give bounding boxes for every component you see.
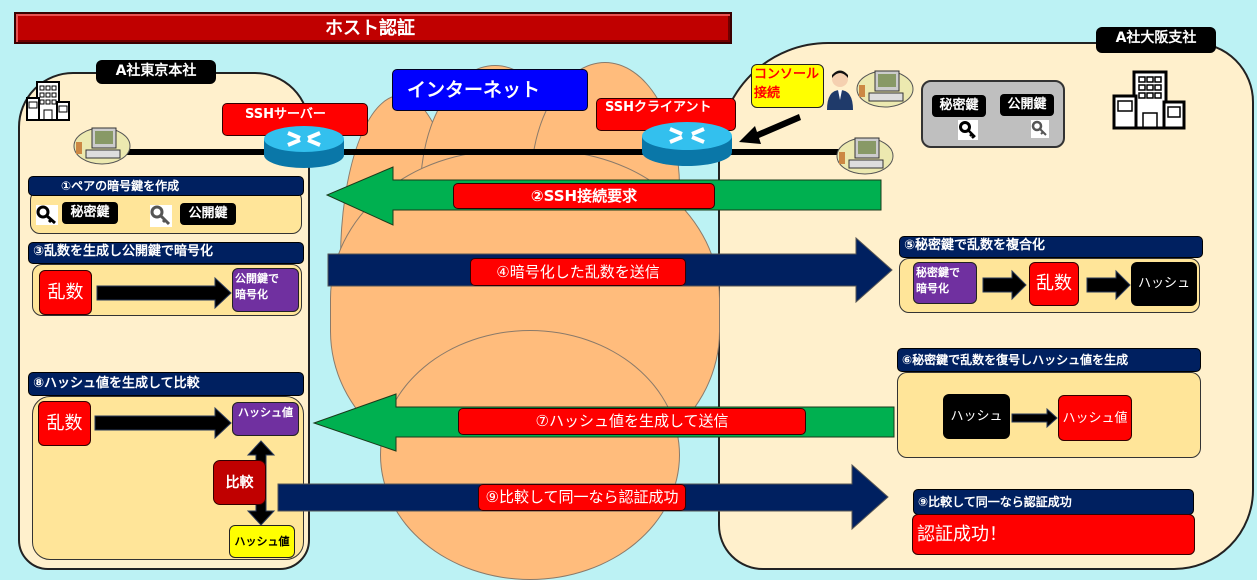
console-label-line2: 接続 xyxy=(754,86,781,101)
step8-header: ⑧ハッシュ値を生成して比較 xyxy=(28,372,304,396)
console-arrow xyxy=(739,114,801,144)
step3-header: ③乱数を生成し公開鍵で暗号化 xyxy=(28,242,304,264)
step6-header: ⑥秘密鍵で乱数を復号しハッシュ値を生成 xyxy=(897,348,1201,372)
router-icon xyxy=(642,122,732,166)
cloud-part xyxy=(380,330,680,580)
arrow-right-icon xyxy=(96,276,232,310)
arrow-right-icon xyxy=(1011,407,1058,429)
internet-label: インターネット xyxy=(392,69,588,111)
step8-random-box: 乱数 xyxy=(38,401,91,446)
step6-hash-box: ハッシュ xyxy=(943,394,1010,439)
console-connection-label: コンソール 接続 xyxy=(751,64,824,108)
step5-header: ⑤秘密鍵で乱数を複合化 xyxy=(899,236,1203,258)
step9-header: ⑨比較して同一なら認証成功 xyxy=(913,489,1194,515)
osaka-private-key-label: 秘密鍵 xyxy=(932,95,986,117)
step4-label: ④暗号化した乱数を送信 xyxy=(470,258,686,286)
private-key-icon xyxy=(36,205,58,225)
step5-random-box: 乱数 xyxy=(1029,262,1079,306)
console-label-line1: コンソール xyxy=(754,67,820,82)
osaka-office-label: A社大阪支社 xyxy=(1096,27,1216,53)
step3-random-box: 乱数 xyxy=(39,270,92,315)
arrow-right-icon xyxy=(94,406,232,440)
public-key-icon xyxy=(1031,120,1049,138)
page-title: ホスト認証 xyxy=(325,18,415,39)
step7-label: ⑦ハッシュ値を生成して送信 xyxy=(458,408,806,435)
arrow-right-icon xyxy=(982,269,1027,301)
step5-encrypted-line2: 暗号化 xyxy=(916,282,949,295)
step1-public-key-label: 公開鍵 xyxy=(180,203,236,225)
arrow-right-icon xyxy=(1086,269,1131,301)
step5-encrypted-box: 秘密鍵で 暗号化 xyxy=(913,262,977,304)
office-building-icon xyxy=(26,81,70,121)
step6-hash-value-box: ハッシュ値 xyxy=(1058,395,1132,441)
user-icon xyxy=(827,70,853,110)
step1-private-key-label: 秘密鍵 xyxy=(62,202,118,224)
auth-success-box: 認証成功！ xyxy=(912,514,1195,555)
osaka-public-key-label: 公開鍵 xyxy=(1000,94,1054,116)
title-bar: ホスト認証 xyxy=(14,12,732,44)
step8-compare-box: 比較 xyxy=(213,460,266,505)
step3-encrypt-line2: 暗号化 xyxy=(235,288,268,301)
network-line xyxy=(110,149,850,155)
step5-encrypted-line1: 秘密鍵で xyxy=(916,266,960,279)
public-key-icon xyxy=(150,205,172,227)
step3-encrypt-line1: 公開鍵で xyxy=(235,272,279,285)
step8-hash-value-box: ハッシュ値 xyxy=(232,402,299,436)
router-icon xyxy=(264,126,344,168)
step5-hash-box: ハッシュ xyxy=(1131,262,1197,306)
computer-icon xyxy=(836,137,894,175)
tokyo-office-label: A社東京本社 xyxy=(96,60,216,84)
office-building-icon xyxy=(1112,70,1186,130)
step1-header: ①ペアの暗号鍵を作成 xyxy=(28,176,304,196)
step9-label: ⑨比較して同一なら認証成功 xyxy=(478,484,686,511)
step8-received-hash-box: ハッシュ値 xyxy=(229,525,295,558)
step2-label: ②SSH接続要求 xyxy=(453,183,715,209)
step3-encrypt-box: 公開鍵で 暗号化 xyxy=(232,268,299,312)
computer-icon xyxy=(856,70,914,108)
private-key-icon xyxy=(958,120,978,140)
computer-icon xyxy=(73,127,131,165)
